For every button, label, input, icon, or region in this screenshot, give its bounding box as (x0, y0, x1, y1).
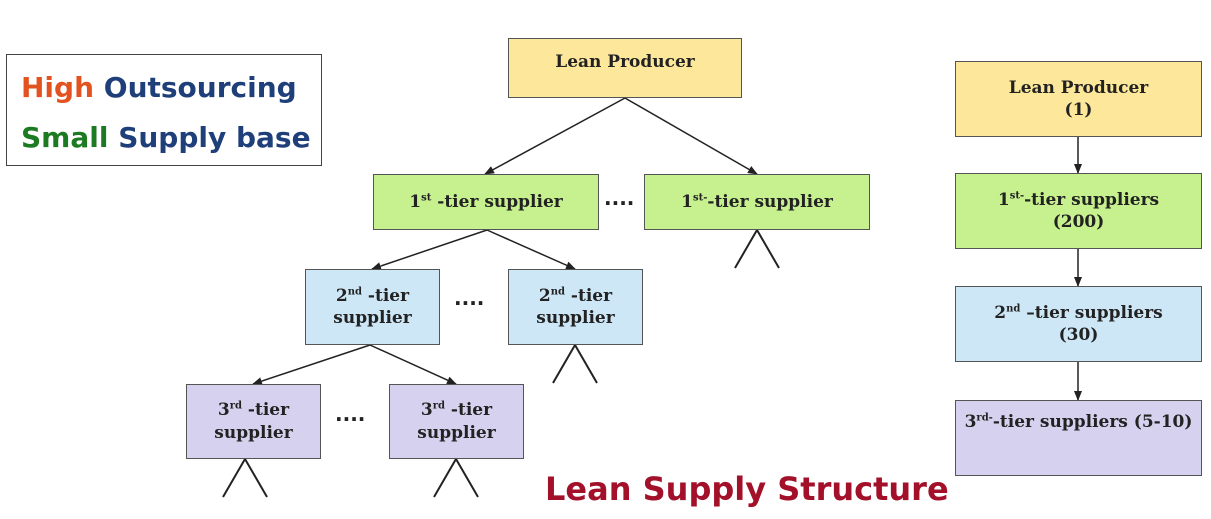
branch-stub-tier3-left (222, 457, 268, 498)
legend-line-supply-base: Small Supply base (21, 113, 321, 163)
node-tier1-right-label: 1st--tier supplier (681, 191, 833, 212)
legend-line-outsourcing: High Outsourcing (21, 63, 321, 113)
node-tier3-left: 3rd -tier supplier (186, 384, 321, 459)
edge-tier1-tier2-right (486, 229, 576, 270)
chain-node-tier3: 3rd--tier suppliers (5-10) (955, 400, 1202, 476)
ellipsis-tier3: .... (335, 402, 366, 426)
node-tier2-left-label: 2nd -tier (335, 285, 410, 306)
node-tier2-right-label-line2: supplier (536, 308, 615, 328)
edge-tier1-tier2-left (371, 229, 488, 270)
edge-root-tier1-left (484, 97, 626, 175)
ellipsis-tier2: .... (454, 286, 485, 310)
node-tier1-left-label: 1st -tier supplier (409, 191, 563, 212)
chain-producer-label: Lean Producer (1008, 77, 1149, 98)
chain-node-tier1: 1st--tier suppliers (200) (955, 173, 1202, 249)
legend-small: Small (21, 121, 109, 154)
chain-tier2-label: 2nd –tier suppliers (994, 302, 1163, 323)
branch-stub-tier3-right (433, 457, 479, 498)
node-tier2-left-label-line2: supplier (333, 308, 412, 328)
branch-stub-tier2-right (552, 343, 598, 384)
node-tier3-right-label: 3rd -tier (420, 400, 493, 421)
node-tier3-left-label-line2: supplier (214, 422, 293, 443)
node-tier1-left: 1st -tier supplier (373, 174, 599, 230)
diagram-title: Lean Supply Structure (545, 470, 949, 508)
edge-tier2-tier3-right (369, 344, 457, 385)
chain-tier3-label: 3rd--tier suppliers (5-10) (964, 412, 1193, 432)
node-tier3-right: 3rd -tier supplier (389, 384, 524, 459)
node-tier3-left-label: 3rd -tier (217, 400, 290, 421)
chain-node-tier2: 2nd –tier suppliers (30) (955, 286, 1202, 362)
chain-tier1-label: 1st--tier suppliers (997, 189, 1160, 210)
chain-node-producer: Lean Producer (1) (955, 61, 1202, 137)
node-tier2-right: 2nd -tier supplier (508, 269, 643, 345)
chain-producer-count: (1) (1064, 100, 1093, 120)
node-tier2-left: 2nd -tier supplier (305, 269, 440, 345)
chain-tier2-count: (30) (1058, 325, 1099, 345)
node-tier1-right: 1st--tier supplier (644, 174, 870, 230)
legend-supply-base: Supply base (118, 121, 311, 154)
legend-outsourcing: Outsourcing (103, 71, 297, 104)
chain-tier1-count: (200) (1052, 212, 1105, 232)
node-tier2-right-label: 2nd -tier (538, 285, 613, 306)
ellipsis-tier1: .... (604, 186, 635, 210)
node-root-label: Lean Producer (555, 52, 695, 72)
edge-root-tier1-right (624, 97, 758, 175)
edge-tier2-tier3-left (252, 344, 371, 385)
node-root-lean-producer: Lean Producer (508, 38, 742, 98)
legend-box: High Outsourcing Small Supply base (6, 54, 322, 166)
node-tier3-right-label-line2: supplier (417, 422, 496, 443)
branch-stub-tier1-right (734, 228, 780, 269)
legend-high: High (21, 71, 95, 104)
